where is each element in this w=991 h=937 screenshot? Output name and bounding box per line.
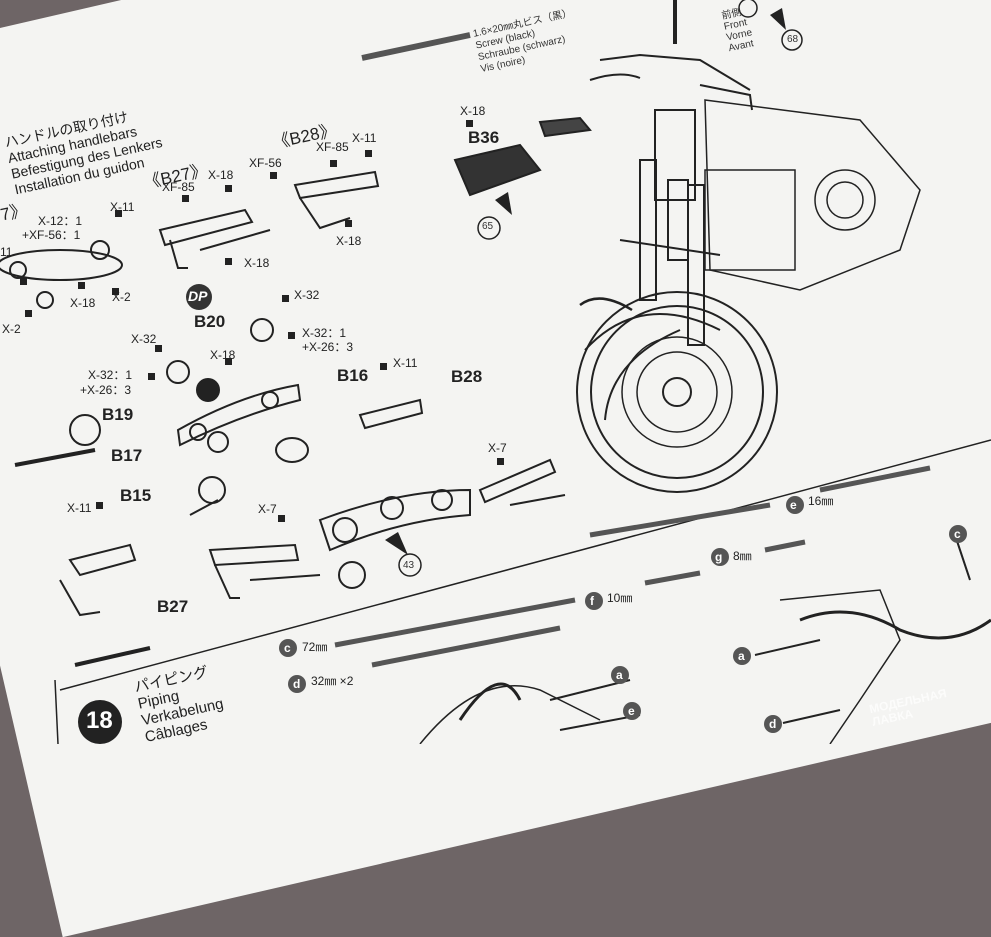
- label-xf85-b28: XF-85: [316, 140, 349, 154]
- label-b36: B36: [468, 128, 500, 147]
- label-x18-b36: X-18: [460, 104, 486, 118]
- ref-68: 68: [787, 34, 799, 45]
- assembly-diagram: [0, 0, 991, 744]
- len-g: 8㎜: [733, 549, 752, 563]
- label-b16: B16: [337, 366, 369, 385]
- label-b20: B20: [194, 312, 226, 331]
- label-x2-left: X-2: [2, 322, 21, 336]
- label-b19: B19: [102, 405, 134, 424]
- label-x11-left: X-11: [110, 200, 135, 214]
- len-d: 32㎜ ×2: [311, 674, 354, 688]
- ref-65: 65: [482, 221, 494, 232]
- label-x18-left: X-18: [70, 296, 96, 310]
- len-c: 72㎜: [302, 640, 328, 654]
- label-x32-left: X-32: [131, 332, 157, 346]
- mix-xf56: +XF-56：1: [22, 228, 81, 242]
- len-c-key: c: [284, 641, 291, 655]
- len-f: 10㎜: [607, 591, 633, 605]
- label-x32-top: X-32: [294, 288, 320, 302]
- len-f-key: f: [590, 594, 594, 608]
- len-e-key: e: [790, 498, 797, 512]
- step-number-18: 18: [86, 707, 113, 734]
- label-b17: B17: [111, 446, 143, 465]
- label-x11-b16: X-11: [393, 356, 418, 370]
- ref-43: 43: [403, 560, 415, 571]
- len-g-key: g: [715, 550, 723, 564]
- mix-x12: X-12：1: [38, 214, 83, 228]
- mix-x32-right: X-32：1: [302, 326, 347, 340]
- label-x18-b20: X-18: [210, 348, 236, 362]
- label-x18-b28-bottom: X-18: [336, 234, 362, 248]
- callout-d: d: [769, 717, 777, 731]
- label-x18-b27-bottom: X-18: [244, 256, 270, 270]
- label-x11-b15: X-11: [67, 501, 92, 515]
- mix-x26-right: +X-26：3: [302, 340, 354, 354]
- callout-e: e: [628, 704, 635, 718]
- callout-a-1: a: [616, 668, 623, 682]
- mix-x32-left: X-32：1: [88, 368, 133, 382]
- label-b27-bottom: B27: [157, 597, 189, 616]
- label-b15: B15: [120, 486, 152, 505]
- label-x11-b28: X-11: [352, 131, 377, 145]
- callout-a-2: a: [738, 649, 745, 663]
- dp-badge: DP: [188, 288, 208, 304]
- label-x2-right: X-2: [112, 290, 131, 304]
- label-x7-left: X-7: [258, 502, 277, 516]
- label-x7-right: X-7: [488, 441, 507, 455]
- len-e: 16㎜: [808, 494, 834, 508]
- label-x18-b27: X-18: [208, 168, 234, 182]
- label-xf56-b27: XF-56: [249, 156, 282, 170]
- label-partial-11: 11: [0, 245, 13, 259]
- mix-x26-left: +X-26：3: [80, 383, 132, 397]
- callout-c: c: [954, 527, 961, 541]
- label-xf85-b27: XF-85: [162, 180, 195, 194]
- len-d-key: d: [293, 677, 301, 691]
- label-b28-mid: B28: [451, 367, 483, 386]
